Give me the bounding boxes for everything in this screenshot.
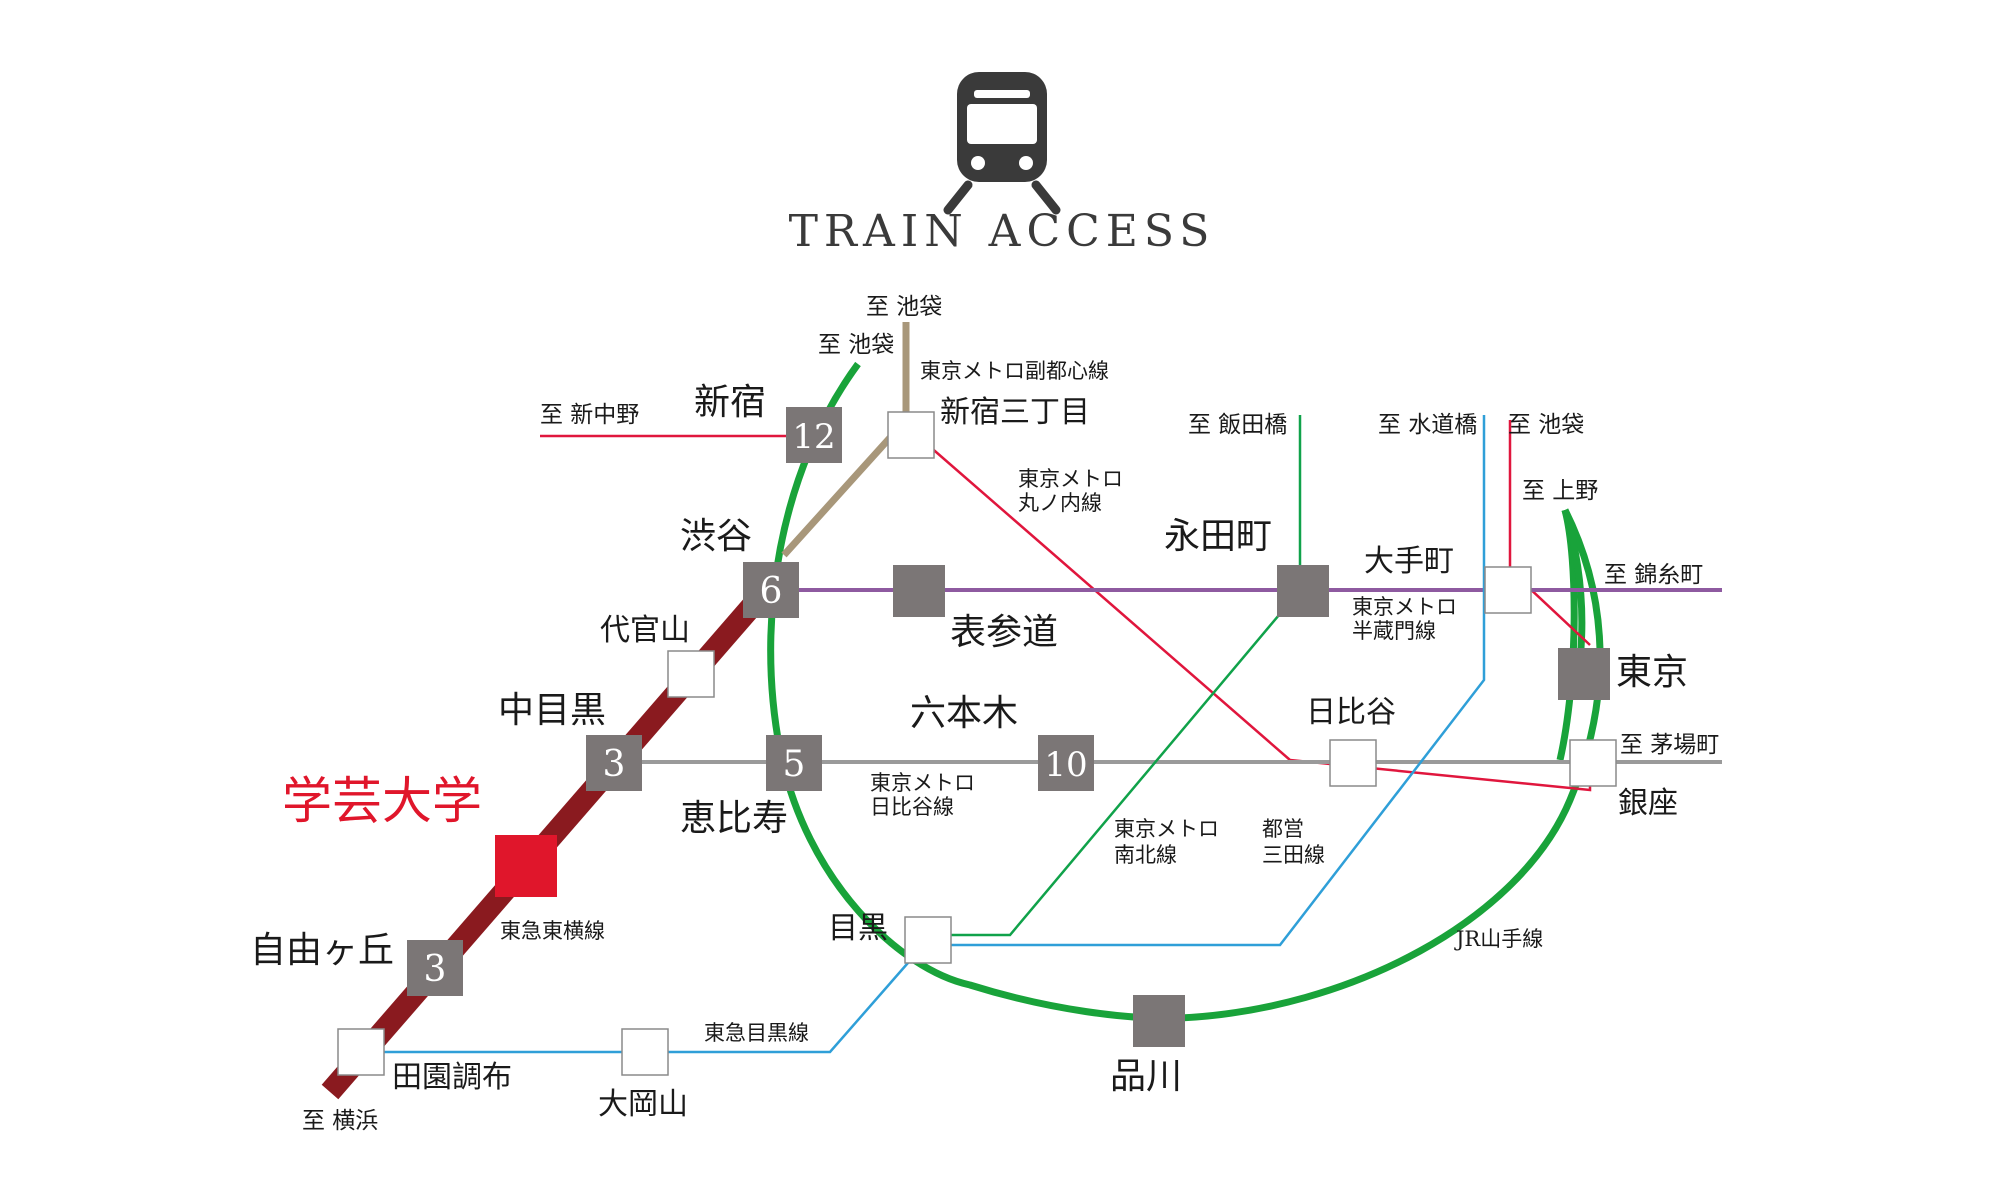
dir-ikebukuro-fukutoshin: 至 池袋 (866, 294, 942, 320)
line-label-hibiya-2: 日比谷線 (870, 795, 954, 819)
label-shinagawa: 品川 (1110, 1056, 1182, 1097)
label-ebisu: 恵比寿 (680, 798, 788, 839)
line-label-mita-2: 三田線 (1262, 843, 1325, 867)
label-ginza: 銀座 (1618, 786, 1678, 821)
label-shibuya: 渋谷 (680, 516, 752, 557)
line-label-hibiya-1: 東京メトロ (870, 771, 975, 795)
label-otemachi: 大手町 (1364, 544, 1454, 579)
line-label-meguro: 東急目黒線 (704, 1021, 809, 1045)
namboku-line (940, 415, 1302, 937)
dir-kinshicho: 至 錦糸町 (1604, 562, 1703, 588)
station-denenchofu-marker[interactable] (337, 1028, 385, 1076)
minutes-jiyugaoka: 3 (424, 949, 447, 990)
station-otemachi-marker[interactable] (1484, 566, 1532, 614)
home-station-marker[interactable] (495, 835, 557, 897)
minutes-shibuya: 6 (760, 571, 783, 612)
station-shinjuku-sanchome-marker[interactable] (887, 411, 935, 459)
line-label-marunouchi-1: 東京メトロ (1018, 467, 1123, 491)
dir-ikebukuro-marunouchi: 至 池袋 (1508, 412, 1584, 438)
label-meguro: 目黒 (828, 911, 888, 946)
station-shinjuku-marker[interactable]: 12 (786, 407, 842, 463)
station-ginza-marker[interactable] (1569, 739, 1617, 787)
label-hibiya: 日比谷 (1306, 695, 1396, 730)
station-roppongi-marker[interactable]: 10 (1038, 735, 1094, 791)
label-tokyo: 東京 (1616, 652, 1688, 693)
dir-suidobashi: 至 水道橋 (1378, 412, 1477, 438)
label-denenchofu: 田園調布 (392, 1060, 512, 1095)
station-shinagawa-marker[interactable] (1133, 995, 1185, 1047)
label-daikanyama: 代官山 (600, 613, 690, 648)
line-label-fukutoshin: 東京メトロ副都心線 (920, 359, 1109, 383)
line-label-mita-1: 都営 (1262, 817, 1304, 841)
line-label-hanzomon-2: 半蔵門線 (1352, 619, 1436, 643)
station-daikanyama-marker[interactable] (667, 650, 715, 698)
dir-iidabashi: 至 飯田橋 (1188, 412, 1287, 438)
label-nagatacho: 永田町 (1164, 516, 1272, 557)
station-hibiya-marker[interactable] (1329, 739, 1377, 787)
label-ookayama: 大岡山 (598, 1087, 688, 1122)
label-shinjuku-sanchome: 新宿三丁目 (940, 395, 1090, 430)
station-shibuya-marker[interactable]: 6 (743, 562, 799, 618)
station-omotesando-marker[interactable] (893, 565, 945, 617)
mita-line (940, 415, 1486, 947)
station-jiyugaoka-marker[interactable]: 3 (407, 940, 463, 996)
train-front-icon (943, 72, 1061, 215)
station-nakameguro-marker[interactable]: 3 (586, 735, 642, 791)
station-ookayama-marker[interactable] (621, 1028, 669, 1076)
home-station-label: 学芸大学 (282, 772, 482, 830)
line-label-hanzomon-1: 東京メトロ (1352, 595, 1457, 619)
dir-ikebukuro-yamanote: 至 池袋 (818, 332, 894, 358)
map-title: TRAIN ACCESS (789, 206, 1216, 257)
dir-yokohama: 至 横浜 (302, 1108, 378, 1134)
line-label-marunouchi-2: 丸ノ内線 (1018, 491, 1102, 515)
label-jiyugaoka: 自由ヶ丘 (250, 930, 394, 971)
minutes-shinjuku: 12 (792, 417, 835, 457)
station-tokyo-marker[interactable] (1558, 648, 1610, 700)
line-label-toyoko: 東急東横線 (500, 919, 605, 943)
label-shinjuku: 新宿 (694, 382, 766, 423)
line-label-namboku-2: 南北線 (1114, 843, 1177, 867)
label-roppongi: 六本木 (910, 693, 1018, 734)
label-omotesando: 表参道 (950, 612, 1058, 653)
minutes-nakameguro: 3 (603, 744, 626, 785)
station-meguro-marker[interactable] (904, 916, 952, 964)
minutes-ebisu: 5 (783, 744, 806, 785)
station-ebisu-marker[interactable]: 5 (766, 735, 822, 791)
dir-nakano-shinbashi: 至 新中野 (540, 402, 639, 428)
dir-ueno: 至 上野 (1522, 478, 1598, 504)
line-label-namboku-1: 東京メトロ (1114, 817, 1219, 841)
dir-kayabacho: 至 茅場町 (1620, 732, 1719, 758)
station-nagatacho-marker[interactable] (1277, 565, 1329, 617)
minutes-roppongi: 10 (1044, 745, 1087, 785)
label-nakameguro: 中目黒 (498, 690, 606, 731)
line-label-yamanote: JR山手線 (1454, 927, 1543, 951)
